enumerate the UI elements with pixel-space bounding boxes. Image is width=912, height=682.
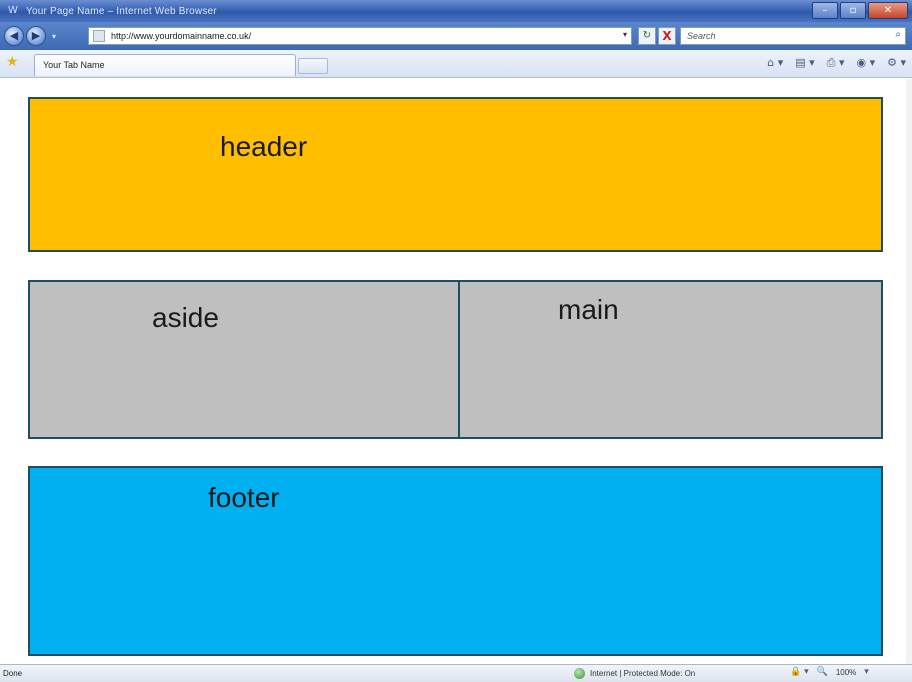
address-dropdown-icon[interactable]: ▾ [622, 30, 627, 39]
footer-label: footer [208, 482, 280, 513]
print-icon[interactable]: ⎙ ▾ [826, 56, 845, 69]
favorites-star-icon[interactable]: ★ [6, 54, 19, 70]
new-tab-button[interactable] [298, 58, 328, 74]
internet-zone-icon [574, 668, 585, 679]
tab-label: Your Tab Name [43, 60, 105, 70]
security-zone-text[interactable]: Internet | Protected Mode: On [590, 669, 696, 678]
status-bar: Done Internet | Protected Mode: On 🔒 ▾ 🔍… [0, 664, 912, 682]
minimize-button[interactable]: – [812, 2, 838, 19]
status-controls: 🔒 ▾ 🔍 100% ▾ [790, 667, 869, 677]
vertical-scrollbar[interactable] [906, 79, 912, 664]
aside-region: aside [28, 280, 460, 439]
stop-button[interactable]: X [658, 27, 676, 45]
window-title: Your Page Name – Internet Web Browser [26, 5, 217, 17]
tab-bar: ★ Your Tab Name ⌂ ▾ ▤ ▾ ⎙ ▾ ◉ ▾ ⚙ ▾ [0, 50, 912, 78]
header-label: header [220, 131, 308, 162]
search-input[interactable]: Search ⌕ [680, 27, 906, 45]
search-placeholder: Search [687, 31, 716, 41]
footer-region: footer [28, 466, 883, 656]
refresh-button[interactable]: ↻ [638, 27, 656, 45]
window-controls: – ▫ ✕ [812, 2, 908, 19]
lock-icon[interactable]: 🔒 ▾ [790, 667, 809, 677]
zoom-icon[interactable]: 🔍 [816, 667, 828, 677]
home-icon[interactable]: ⌂ ▾ [767, 56, 784, 69]
zoom-dropdown-icon[interactable]: ▾ [864, 667, 869, 677]
back-button[interactable]: ◀ [4, 26, 24, 46]
browser-app-icon: W [8, 5, 18, 16]
maximize-button[interactable]: ▫ [840, 2, 866, 19]
close-window-button[interactable]: ✕ [868, 2, 908, 19]
zoom-level[interactable]: 100% [835, 667, 857, 677]
command-bar: ⌂ ▾ ▤ ▾ ⎙ ▾ ◉ ▾ ⚙ ▾ [767, 56, 906, 70]
title-bar: W Your Page Name – Internet Web Browser … [0, 0, 912, 22]
page-content: header aside main footer [0, 79, 912, 664]
address-bar[interactable]: http://www.yourdomainname.co.uk/ ▾ [88, 27, 632, 45]
forward-button[interactable]: ▶ [26, 26, 46, 46]
feeds-icon[interactable]: ▤ ▾ [795, 56, 815, 69]
tab-active[interactable]: Your Tab Name [34, 54, 296, 76]
history-dropdown-icon[interactable]: ▾ [52, 31, 57, 41]
address-url[interactable]: http://www.yourdomainname.co.uk/ [111, 31, 252, 41]
aside-label: aside [152, 302, 219, 333]
status-text: Done [3, 669, 23, 678]
main-label: main [558, 294, 619, 325]
navigation-bar: ◀ ▶ ▾ http://www.yourdomainname.co.uk/ ▾… [0, 22, 912, 50]
page-menu-icon[interactable]: ◉ ▾ [856, 56, 876, 69]
header-region: header [28, 97, 883, 252]
page-icon [93, 30, 105, 42]
tools-icon[interactable]: ⚙ ▾ [887, 56, 906, 69]
search-icon[interactable]: ⌕ [895, 29, 901, 40]
main-region: main [458, 280, 883, 439]
